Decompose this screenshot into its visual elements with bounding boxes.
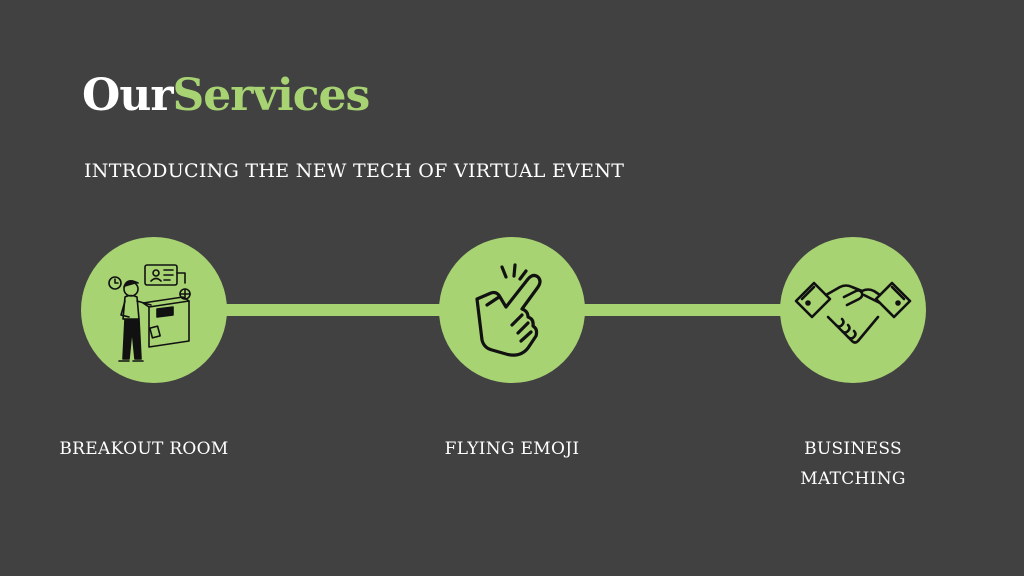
service-circle-breakout-room	[81, 237, 227, 383]
page-subtitle: INTRODUCING THE NEW TECH OF VIRTUAL EVEN…	[84, 160, 625, 182]
service-label-flying-emoji: FLYING EMOJI	[444, 439, 580, 459]
snapping-fingers-icon	[475, 263, 542, 357]
service-label-breakout-room: BREAKOUT ROOM	[59, 439, 229, 459]
title-word-our: Our	[82, 70, 173, 121]
service-label-line1: BUSINESS	[804, 439, 902, 459]
title-word-services: Services	[172, 70, 371, 121]
breakout-room-illustration-icon	[108, 264, 191, 362]
handshake-icon	[794, 281, 912, 344]
page-title: OurServices	[82, 74, 370, 118]
service-label-business-matching: BUSINESS MATCHING	[753, 434, 953, 494]
service-label-line2: MATCHING	[800, 469, 906, 489]
service-circle-business-matching	[780, 237, 926, 383]
service-circle-flying-emoji	[439, 237, 585, 383]
